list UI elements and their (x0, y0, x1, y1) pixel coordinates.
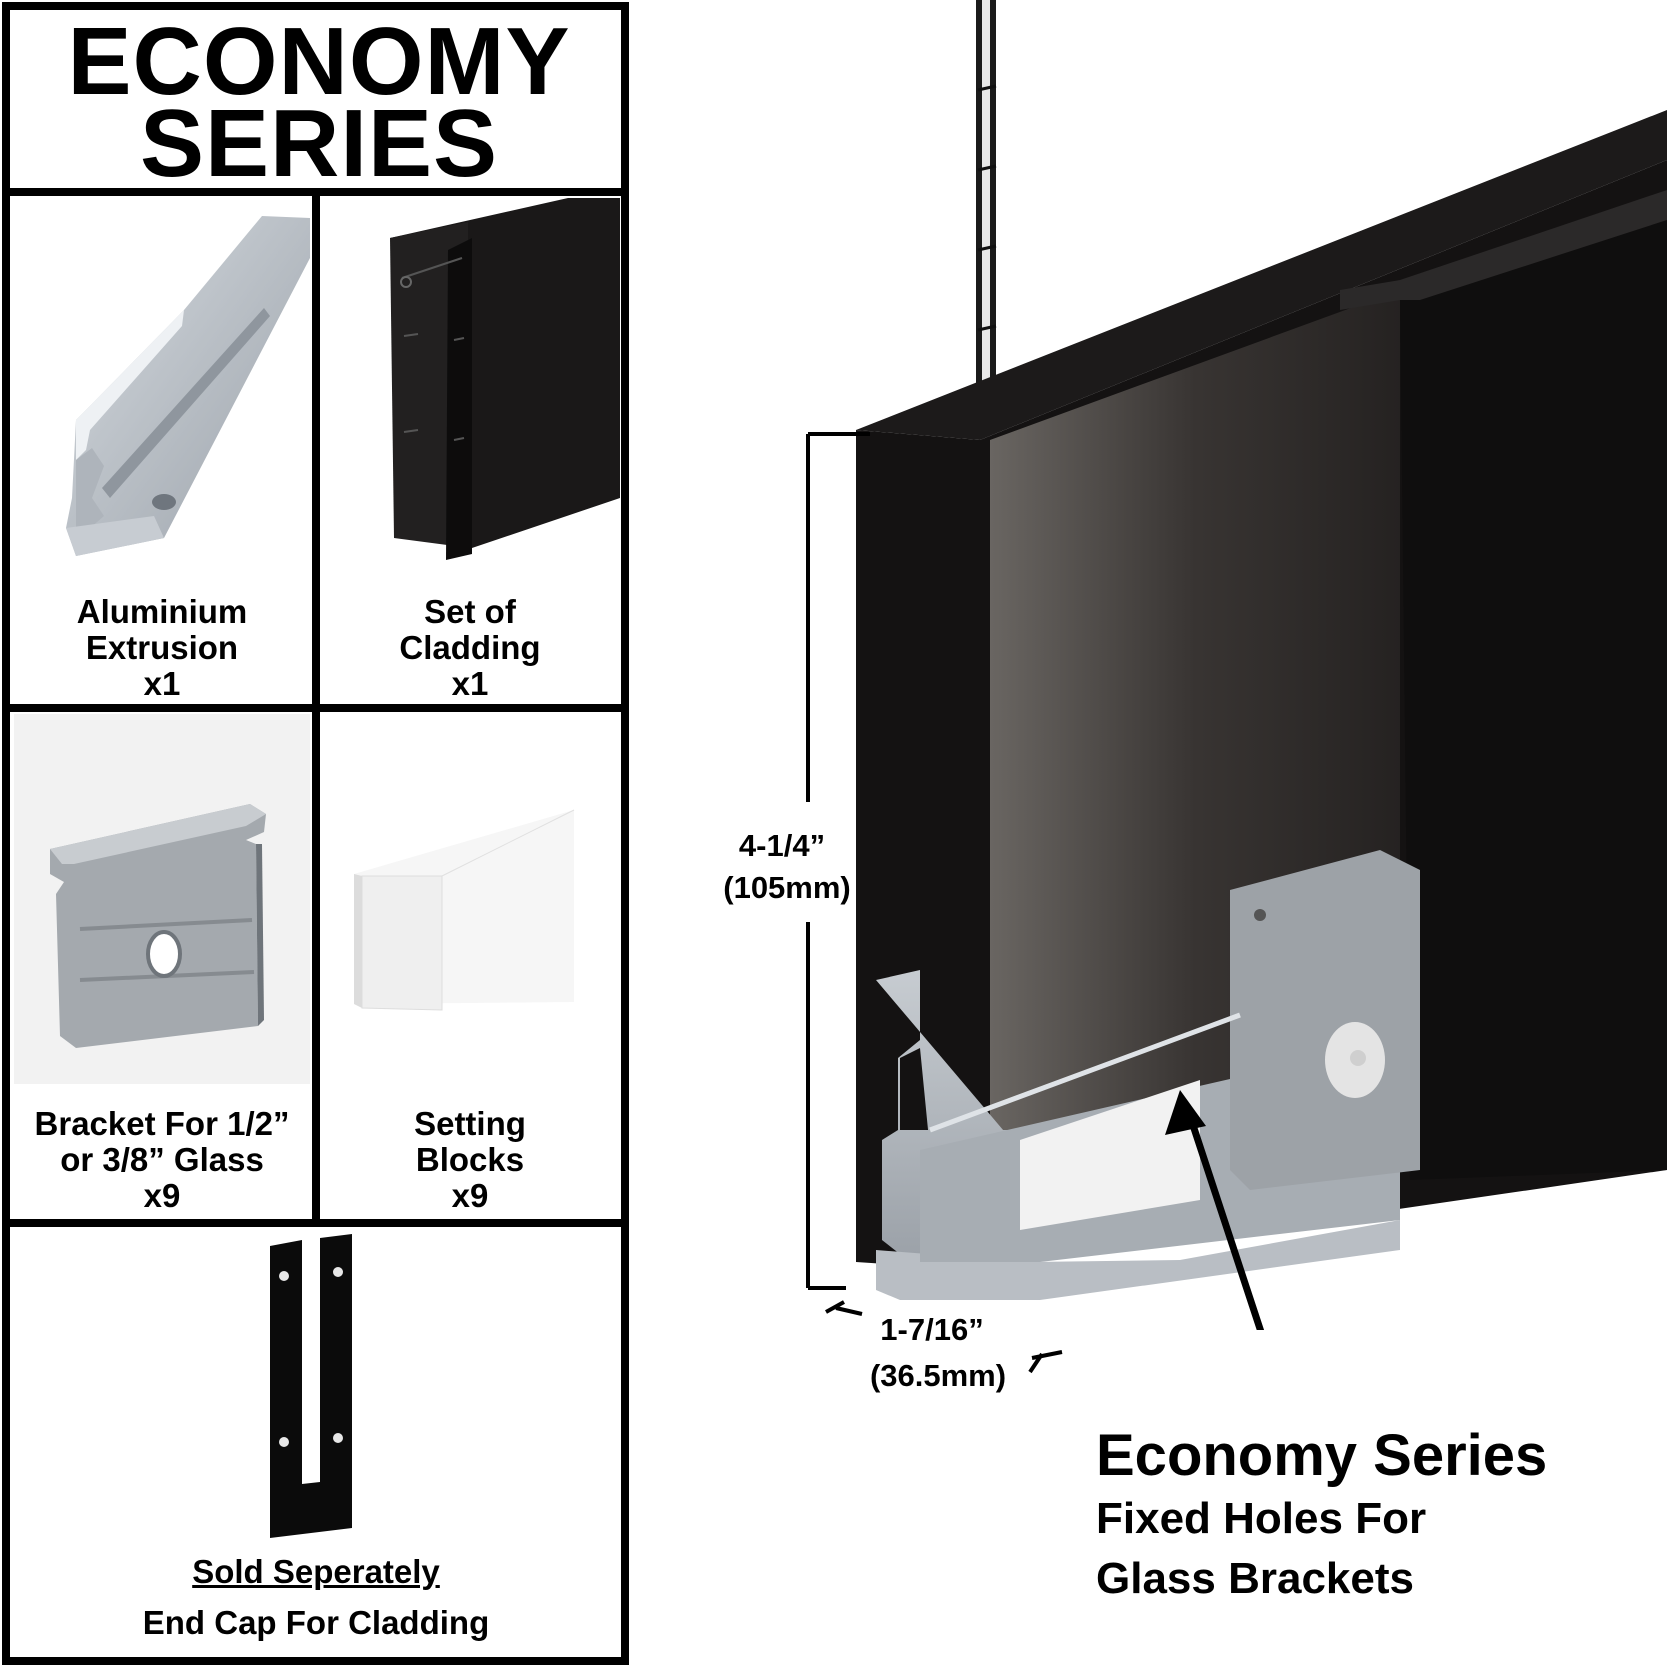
width-dimension-line (825, 1300, 1063, 1374)
aluminium-extrusion-label-2: Extrusion (85, 629, 239, 666)
title-line-2: SERIES (139, 90, 499, 197)
setting-blocks-label-2: Blocks (415, 1141, 525, 1178)
kit-panel-frame (2, 2, 629, 1665)
bracket-label-1: Bracket For 1/2” (34, 1105, 290, 1142)
glass-bracket-image (14, 714, 310, 1084)
end-cap-image (270, 1234, 352, 1538)
aluminium-extrusion-image (66, 216, 310, 556)
cladding-image (390, 198, 620, 560)
callout-heading: Economy Series (1096, 1423, 1548, 1488)
width-metric: (36.5mm) (869, 1358, 1007, 1393)
cladding-qty: x1 (451, 665, 489, 702)
width-imperial: 1-7/16” (880, 1312, 984, 1347)
setting-block-image (354, 809, 575, 1011)
aluminium-extrusion-label-1: Aluminium (76, 593, 248, 630)
setting-blocks-qty: x9 (451, 1177, 489, 1214)
height-imperial: 4-1/4” (738, 828, 826, 863)
callout-line-2: Glass Brackets (1096, 1554, 1414, 1603)
cladding-label-1: Set of (424, 593, 516, 630)
bracket-qty: x9 (143, 1177, 181, 1214)
bracket-label-2: or 3/8” Glass (60, 1141, 264, 1178)
height-metric: (105mm) (723, 870, 851, 905)
economy-series-assembly-render (856, 0, 1667, 1330)
setting-blocks-label-1: Setting (414, 1105, 526, 1142)
cladding-label-2: Cladding (399, 629, 541, 666)
height-dimension-line (806, 432, 870, 1290)
sold-separately-label: Sold Seperately (192, 1553, 440, 1590)
title-line-1: ECONOMY (67, 8, 571, 115)
end-cap-label: End Cap For Cladding (142, 1604, 490, 1641)
callout-line-1: Fixed Holes For (1096, 1494, 1427, 1543)
aluminium-extrusion-qty: x1 (143, 665, 181, 702)
